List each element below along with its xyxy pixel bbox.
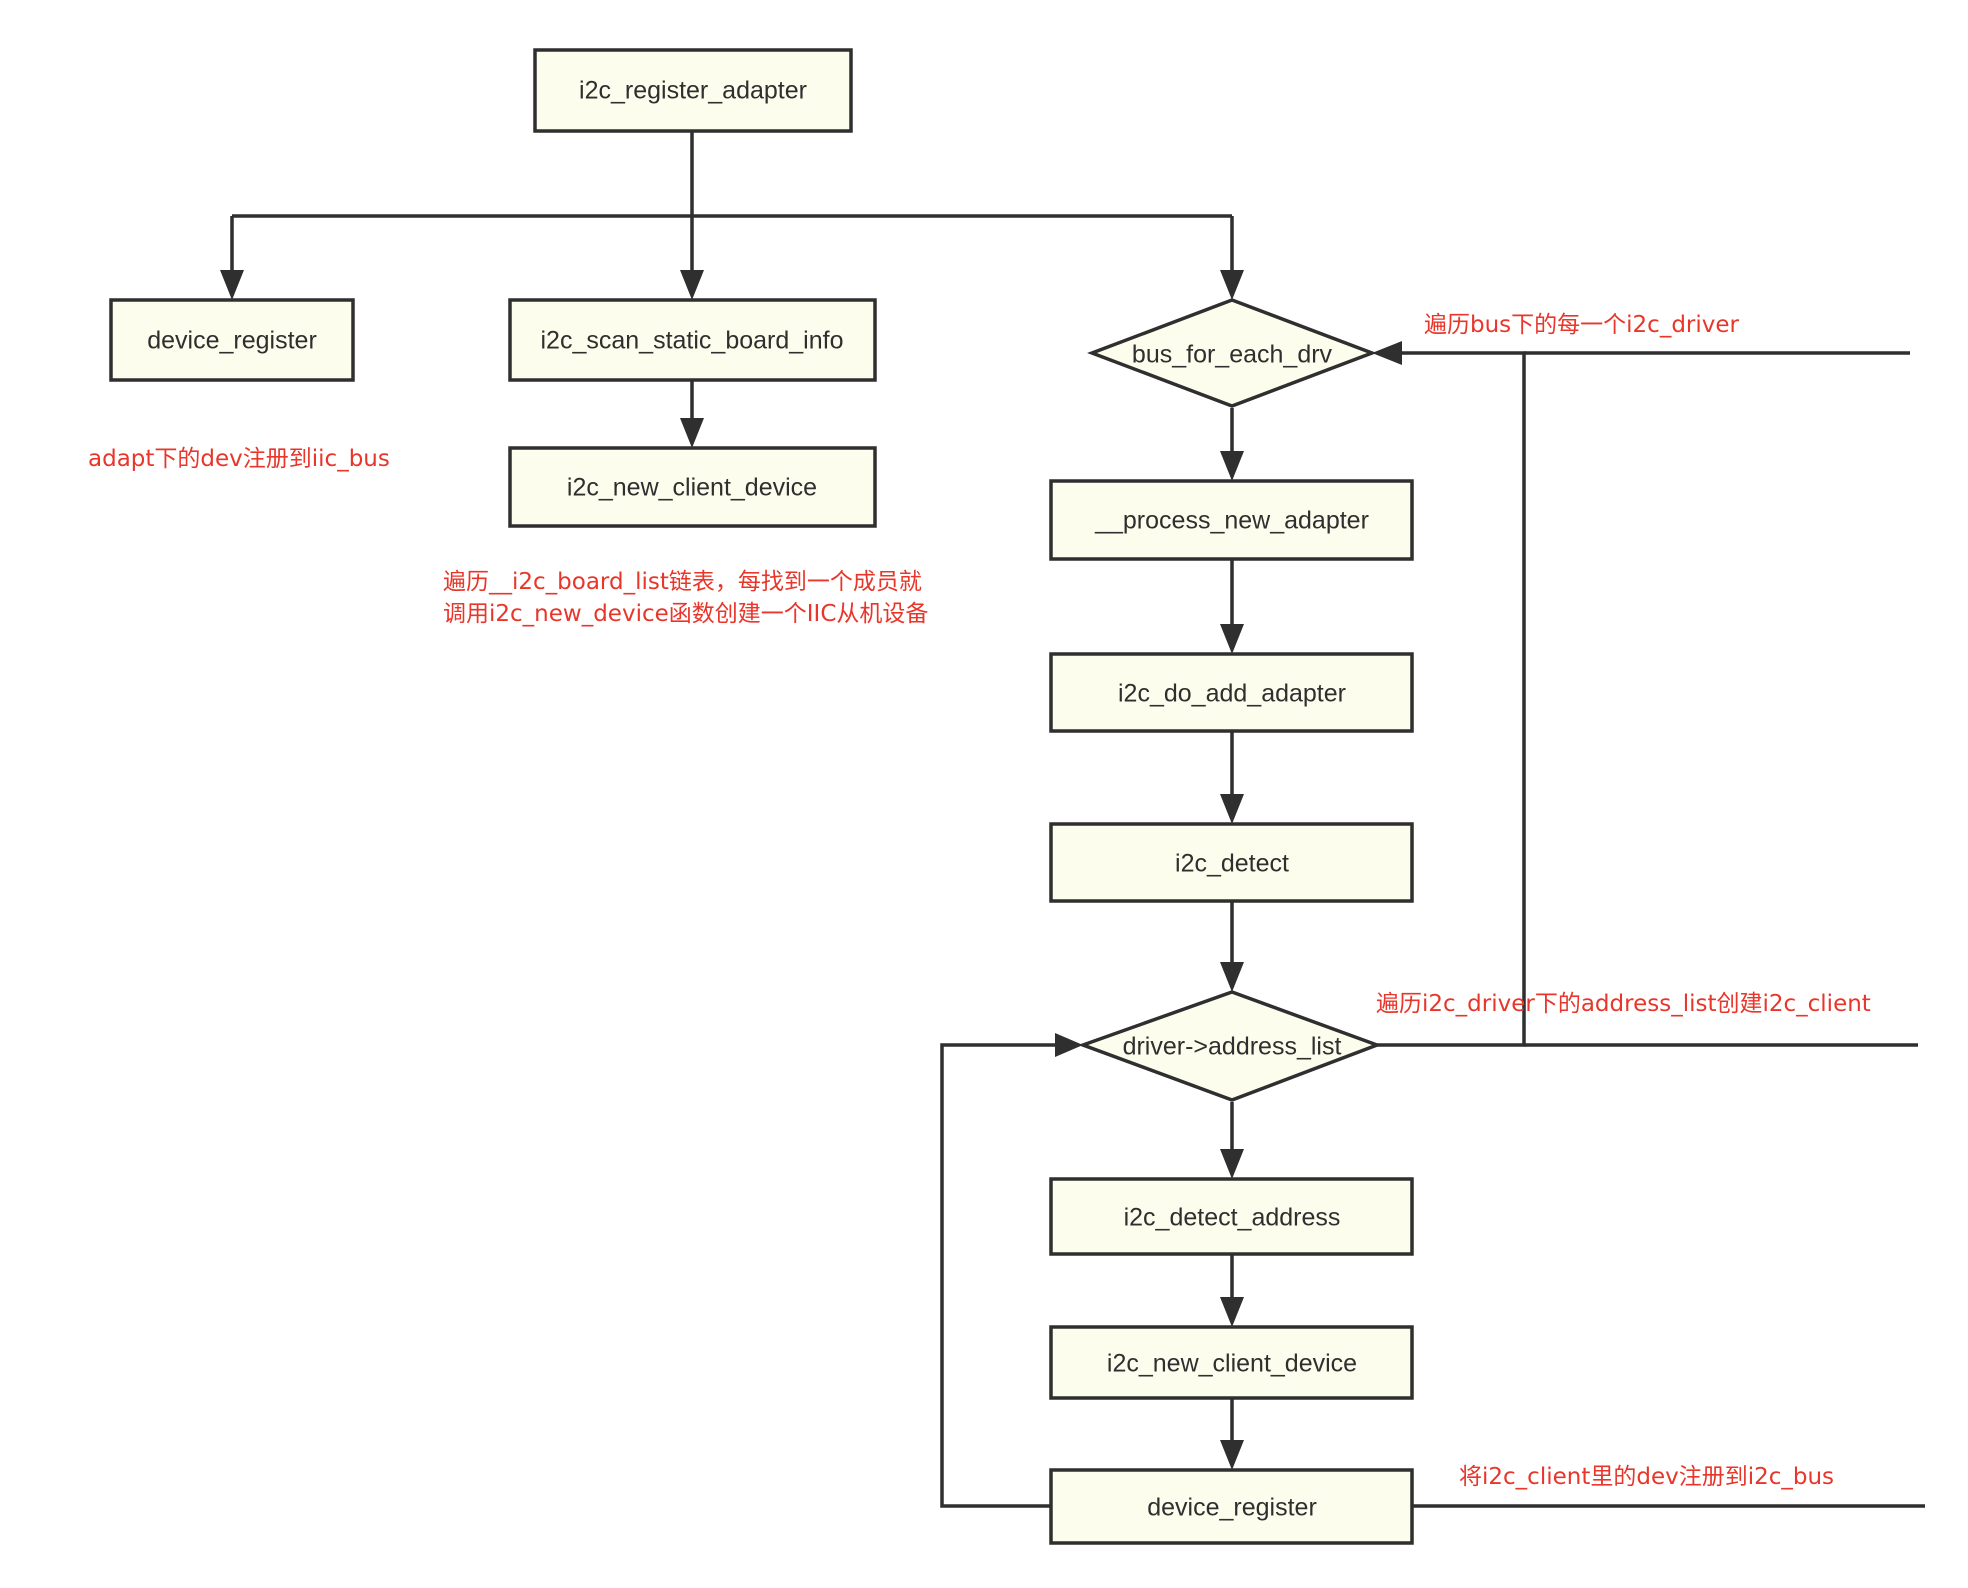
arrowhead-address-list: [1220, 962, 1244, 992]
node-label: bus_for_each_drv: [1132, 341, 1333, 369]
node-i2c-new-client-device-top: i2c_new_client_device: [508, 446, 877, 528]
node-device-register-bottom: device_register: [1049, 1468, 1414, 1545]
node-label: i2c_do_add_adapter: [1118, 680, 1346, 708]
note-address-list-create: 遍历i2c_driver下的address_list创建i2c_client: [1376, 991, 1871, 1017]
node-label: __process_new_adapter: [1094, 507, 1369, 535]
arrowheads: [220, 270, 1402, 1470]
node-label: device_register: [147, 327, 317, 355]
edge-loop-device-register-to-address-list: [940, 1043, 1062, 1508]
node-device-register-top: device_register: [109, 298, 355, 382]
arrowhead-new-client-device-bottom: [1220, 1297, 1244, 1327]
node-label: device_register: [1147, 1494, 1317, 1522]
note-client-register: 将i2c_client里的dev注册到i2c_bus: [1459, 1464, 1834, 1490]
arrowhead-loop-to-address-list: [1055, 1033, 1083, 1057]
note-board-list-line1: 遍历__i2c_board_list链表，每找到一个成员就: [443, 569, 922, 595]
node-label: i2c_detect: [1175, 850, 1289, 878]
arrowhead-scan-static-board-info: [680, 270, 704, 300]
node-label: i2c_scan_static_board_info: [541, 327, 844, 355]
node-i2c-detect-address: i2c_detect_address: [1049, 1177, 1414, 1256]
arrowhead-do-add-adapter: [1220, 624, 1244, 654]
node-i2c-register-adapter: i2c_register_adapter: [533, 48, 853, 133]
node-process-new-adapter: __process_new_adapter: [1049, 479, 1414, 561]
note-board-list-line2: 调用i2c_new_device函数创建一个IIC从机设备: [443, 601, 928, 627]
annotations: adapt下的dev注册到iic_bus 遍历__i2c_board_list链…: [88, 312, 1871, 1490]
node-label: i2c_new_client_device: [1107, 1350, 1357, 1378]
note-adapt-dev: adapt下的dev注册到iic_bus: [88, 446, 390, 472]
arrowhead-detect: [1220, 794, 1244, 824]
node-i2c-scan-static-board-info: i2c_scan_static_board_info: [508, 298, 877, 382]
node-i2c-detect: i2c_detect: [1049, 822, 1414, 903]
node-bus-for-each-drv: bus_for_each_drv: [1087, 298, 1377, 408]
node-label: i2c_detect_address: [1124, 1204, 1341, 1232]
arrowhead-bus-for-each-drv: [1220, 270, 1244, 300]
arrowhead-new-client-device-top: [680, 418, 704, 448]
node-i2c-do-add-adapter: i2c_do_add_adapter: [1049, 652, 1414, 733]
arrowhead-device-register-bottom: [1220, 1440, 1244, 1470]
node-label: i2c_register_adapter: [579, 77, 807, 105]
arrowhead-device-register-top: [220, 270, 244, 300]
node-label: driver->address_list: [1123, 1033, 1342, 1061]
edge-loop-address-list-to-bus: [1377, 351, 1526, 1047]
node-i2c-new-client-device-bottom: i2c_new_client_device: [1049, 1325, 1414, 1400]
arrowhead-process-new-adapter: [1220, 451, 1244, 481]
note-each-driver: 遍历bus下的每一个i2c_driver: [1424, 312, 1740, 338]
arrowhead-loop-to-bus-for-each-drv: [1372, 341, 1402, 365]
node-driver-address-list: driver->address_list: [1077, 990, 1383, 1102]
edges: [230, 131, 1925, 1508]
arrowhead-detect-address: [1220, 1149, 1244, 1179]
node-label: i2c_new_client_device: [567, 474, 817, 502]
